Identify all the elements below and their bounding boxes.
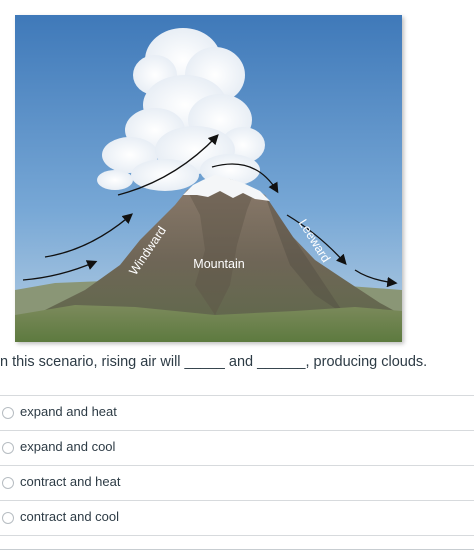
airflow-arrow <box>354 269 398 288</box>
answer-option-contract-cool[interactable]: contract and cool <box>0 501 474 536</box>
question-text: n this scenario, rising air will _____ a… <box>0 354 428 370</box>
answer-label: expand and heat <box>20 404 117 419</box>
radio-button[interactable] <box>2 442 14 454</box>
answer-label: contract and cool <box>20 509 120 524</box>
orographic-lift-illustration: Windward Mountain Leeward <box>15 15 402 342</box>
airflow-arrow <box>117 134 219 196</box>
radio-button[interactable] <box>2 477 14 489</box>
answer-option-expand-cool[interactable]: expand and cool <box>0 431 474 466</box>
airflow-arrow <box>44 213 133 258</box>
answer-label: contract and heat <box>20 474 121 489</box>
ground <box>15 305 402 342</box>
cloud <box>97 28 265 191</box>
answer-option-contract-heat[interactable]: contract and heat <box>0 466 474 501</box>
answer-list: expand and heat expand and cool contract… <box>0 395 474 536</box>
airflow-arrow <box>286 214 347 265</box>
answer-label: expand and cool <box>20 439 116 454</box>
airflow-arrow <box>22 260 98 281</box>
radio-button[interactable] <box>2 407 14 419</box>
mountain-label: Mountain <box>193 257 244 271</box>
answer-option-expand-heat[interactable]: expand and heat <box>0 396 474 431</box>
mountain-diagram: Windward Mountain Leeward <box>15 15 402 342</box>
airflow-arrows <box>22 134 398 288</box>
snow-cap <box>183 175 270 201</box>
radio-button[interactable] <box>2 512 14 524</box>
mountain-body <box>15 177 402 342</box>
divider <box>0 549 474 550</box>
airflow-arrow <box>211 163 279 194</box>
